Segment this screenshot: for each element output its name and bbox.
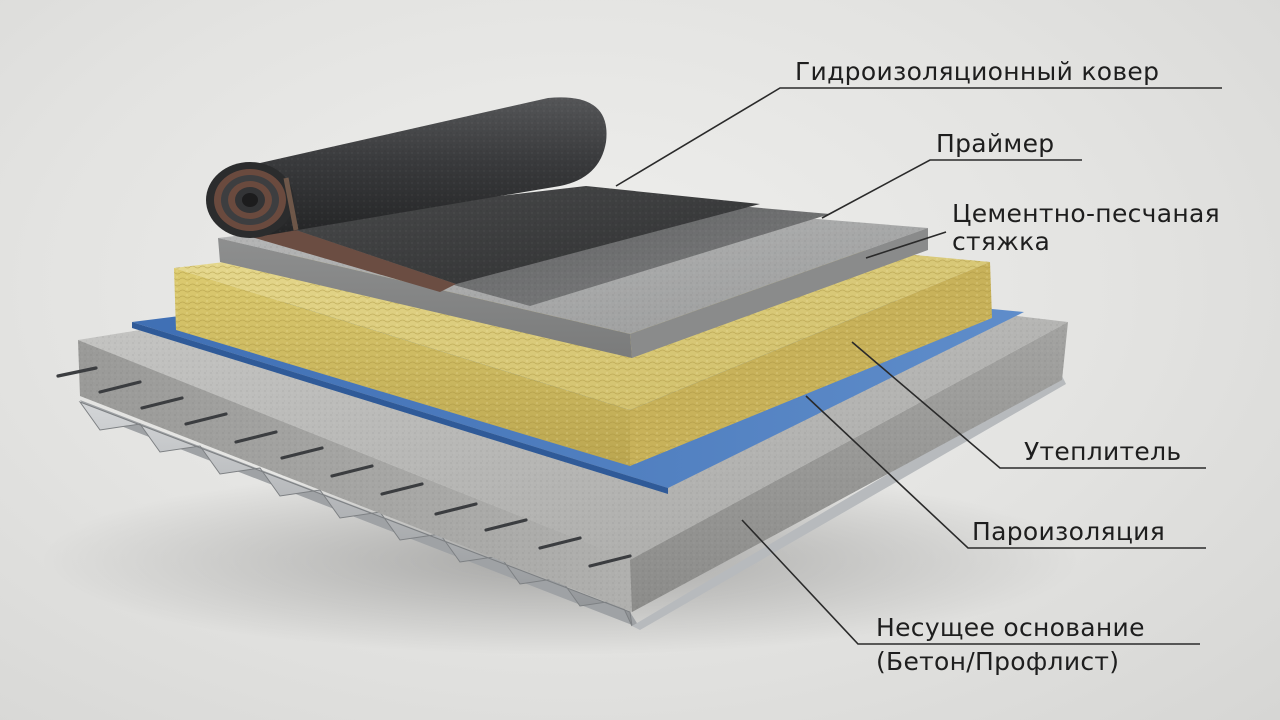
label-waterproofing: Гидроизоляционный ковер bbox=[795, 57, 1159, 86]
label-vapor-barrier: Пароизоляция bbox=[972, 517, 1165, 546]
label-base-line1: Несущее основание bbox=[876, 613, 1145, 642]
label-primer: Праймер bbox=[936, 129, 1054, 158]
label-screed-line1: Цементно-песчаная bbox=[952, 199, 1220, 228]
label-insulation: Утеплитель bbox=[1024, 437, 1181, 466]
label-base-line2: (Бетон/Профлист) bbox=[876, 647, 1119, 676]
label-screed-line2: стяжка bbox=[952, 227, 1050, 256]
leader-waterproofing bbox=[616, 88, 1222, 186]
